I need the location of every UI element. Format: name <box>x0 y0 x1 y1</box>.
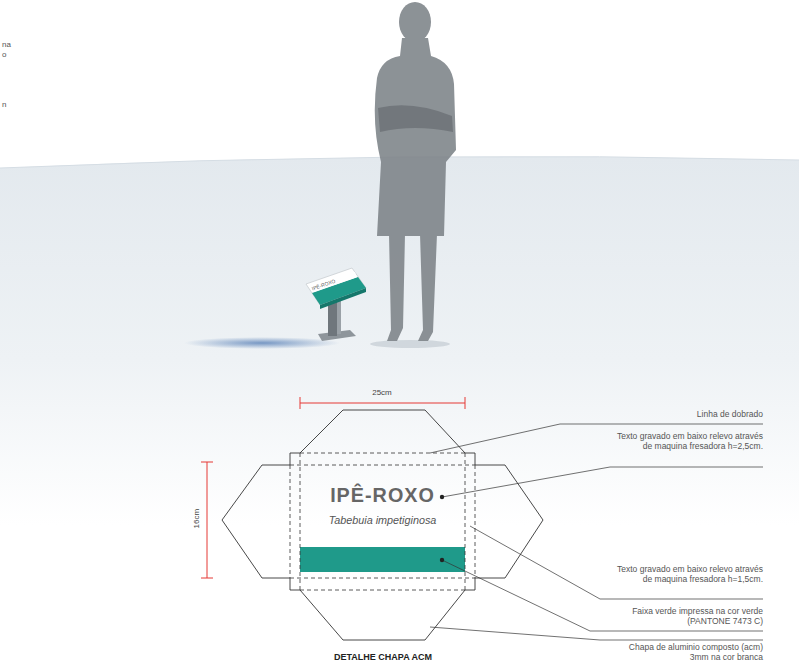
caption: DETALHE CHAPA ACM <box>283 652 483 662</box>
plate-outline <box>222 410 543 640</box>
fold-line <box>300 590 465 591</box>
dimension-label: 16cm <box>192 494 201 544</box>
callout-text: Texto gravado em baixo relevo através de… <box>613 432 763 452</box>
cut-off-text: o <box>2 50 32 59</box>
leg <box>387 234 405 341</box>
dimension-line <box>207 462 208 578</box>
fold-line <box>465 453 466 590</box>
mini-plate-edge <box>320 288 366 309</box>
callout-text: Texto gravado em baixo relevo através de… <box>613 565 763 585</box>
leader-line <box>442 560 763 631</box>
dimension-tick <box>300 397 301 409</box>
fold-line <box>290 578 475 579</box>
fold-line <box>290 465 291 578</box>
dimension-tick <box>201 462 213 463</box>
fold-line <box>290 465 475 466</box>
leader-dot <box>440 495 444 499</box>
callout-text: Chapa de aluminio composto (acm) 3mm na … <box>613 643 763 663</box>
dimension-line <box>300 403 465 404</box>
leader-lines <box>430 424 763 640</box>
dimension-tick <box>201 578 213 579</box>
sign-shadow <box>184 337 340 349</box>
fold-line <box>300 453 465 454</box>
fold-lines <box>290 453 475 590</box>
cut-off-text: na <box>2 40 32 49</box>
leader-dot <box>440 558 444 562</box>
leader-line <box>430 627 763 640</box>
fold-line <box>300 453 301 590</box>
callout-text: Linha de dobrado <box>613 410 763 420</box>
leader-line <box>430 424 763 453</box>
cut-off-text: n <box>2 100 32 109</box>
leg <box>418 234 437 341</box>
fold-line <box>475 465 476 578</box>
green-band <box>300 547 465 572</box>
leader-line <box>442 467 763 497</box>
plate-panel: IPÊ-ROXO Tabebuia impetiginosa <box>300 465 465 578</box>
crossed-arms <box>378 105 453 132</box>
plant-name: IPÊ-ROXO <box>300 484 465 507</box>
callout-text: Faixa verde impressa na cor verde (PANTO… <box>613 607 763 627</box>
scientific-name: Tabebuia impetiginosa <box>300 514 465 526</box>
body <box>375 38 456 236</box>
head <box>399 2 431 42</box>
mini-sign-text: IPÊ-ROXO <box>311 272 356 292</box>
dimension-label: 25cm <box>352 388 412 397</box>
person-shadow <box>370 340 450 348</box>
dimension-lines <box>201 397 465 578</box>
leader-line <box>470 526 763 599</box>
person-silhouette <box>375 2 456 341</box>
dimension-tick <box>465 397 466 409</box>
